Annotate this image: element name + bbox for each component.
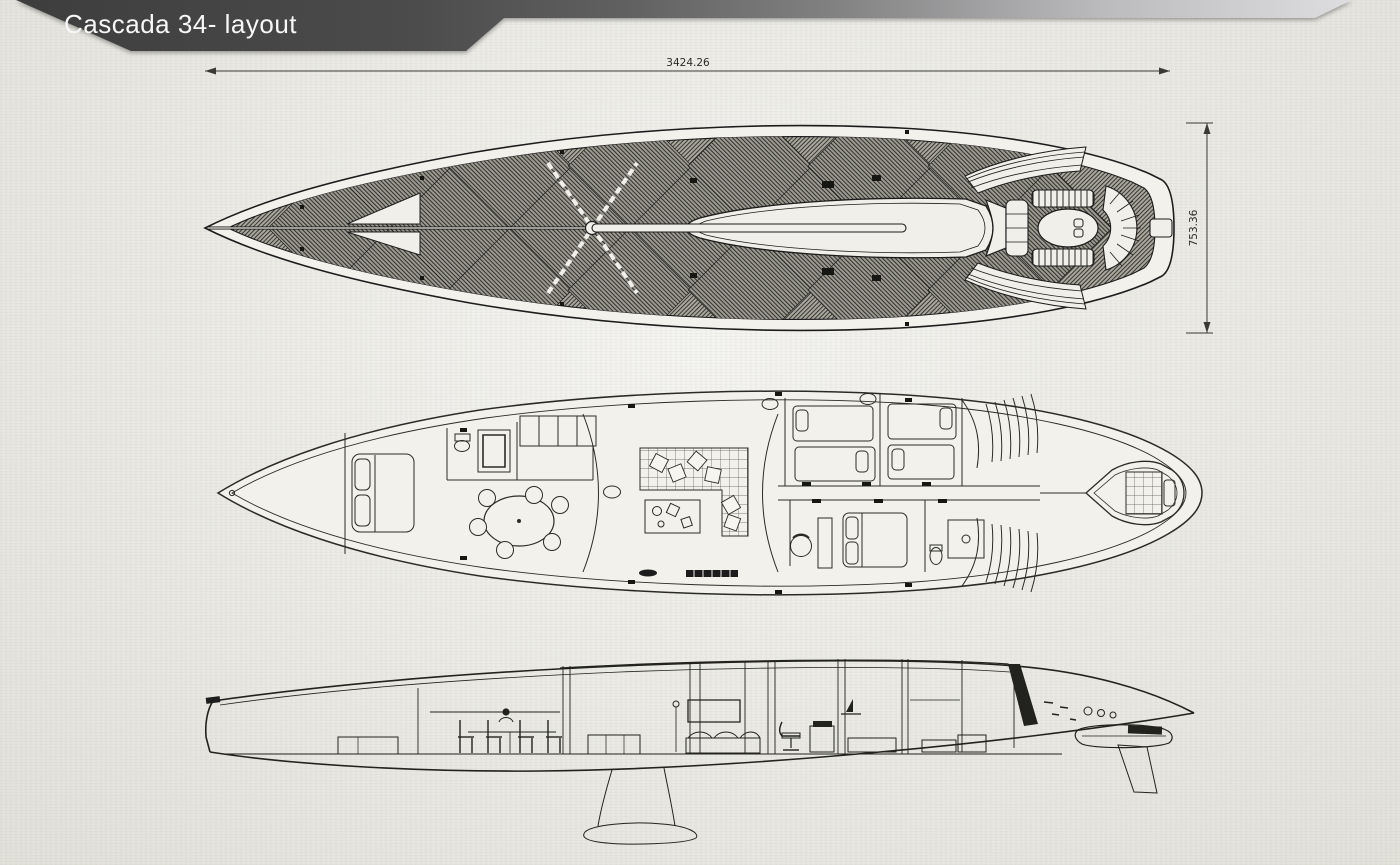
deck-plan-view xyxy=(205,104,1174,352)
interior-plan-view xyxy=(218,391,1202,595)
slide-title: Cascada 34- layout xyxy=(64,9,298,39)
beam-dimension: 753.36 xyxy=(1186,123,1213,333)
length-dimension: 3424.26 xyxy=(205,57,1170,75)
length-dimension-label: 3424.26 xyxy=(666,57,710,69)
banner-shape xyxy=(0,0,1352,51)
title-banner xyxy=(0,0,1352,51)
profile-view xyxy=(206,659,1194,844)
beam-dimension-label: 753.36 xyxy=(1188,209,1200,246)
